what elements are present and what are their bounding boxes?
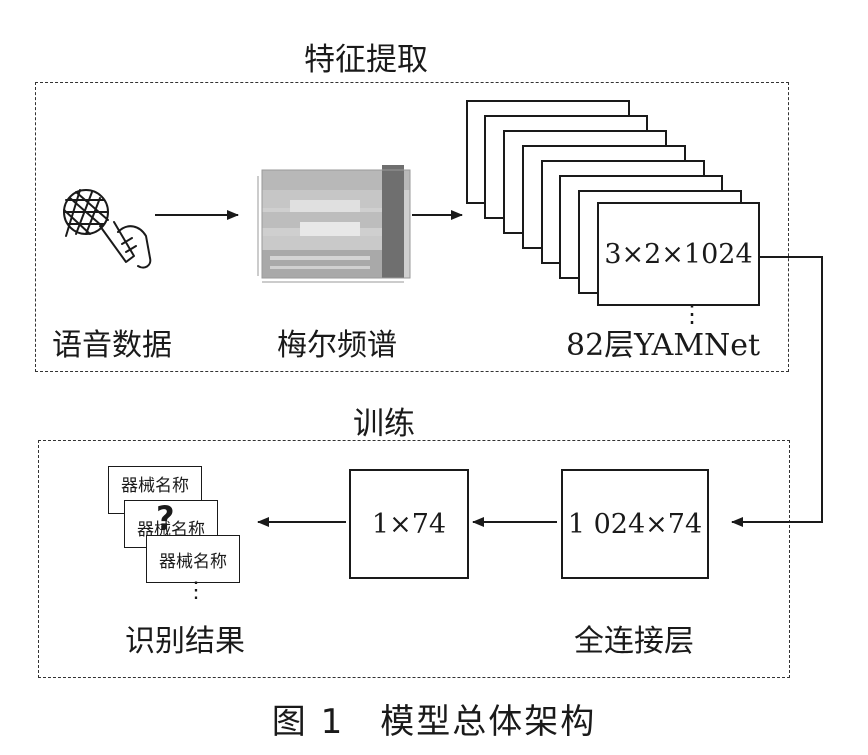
result-card-text: 器械名称 xyxy=(121,476,189,496)
training-title: 训练 xyxy=(353,406,415,442)
microphone-icon xyxy=(63,189,152,269)
mel-spectrogram-image xyxy=(257,165,411,283)
yamnet-label: 82层YAMNet xyxy=(566,328,761,363)
output-dims: 1×74 xyxy=(371,508,447,540)
voice-data-label: 语音数据 xyxy=(52,328,172,363)
feature-extraction-title: 特征提取 xyxy=(304,42,428,78)
arrow-yamnet-to-fc xyxy=(731,256,823,527)
fc-layer-dims: 1 024×74 xyxy=(567,508,703,540)
mel-spectrum-label: 梅尔频谱 xyxy=(277,328,397,363)
result-card: 器械名称 xyxy=(146,535,240,583)
result-more-dots: ⋮ xyxy=(185,578,207,603)
fc-layer-box: 1 024×74 xyxy=(561,469,709,579)
fc-layer-label: 全连接层 xyxy=(574,624,694,659)
question-mark-icon: ? xyxy=(156,499,175,537)
yamnet-more-dots: ⋮ xyxy=(680,300,704,328)
yamnet-front-layer: 3×2×1024 xyxy=(597,202,760,306)
training-frame xyxy=(38,440,790,678)
figure-caption: 图 1 模型总体架构 xyxy=(271,702,597,742)
result-label: 识别结果 xyxy=(125,624,245,659)
yamnet-dims: 3×2×1024 xyxy=(604,238,753,270)
result-card-text: 器械名称 xyxy=(159,551,227,572)
feature-extraction-frame xyxy=(35,82,789,372)
output-box: 1×74 xyxy=(349,469,469,579)
